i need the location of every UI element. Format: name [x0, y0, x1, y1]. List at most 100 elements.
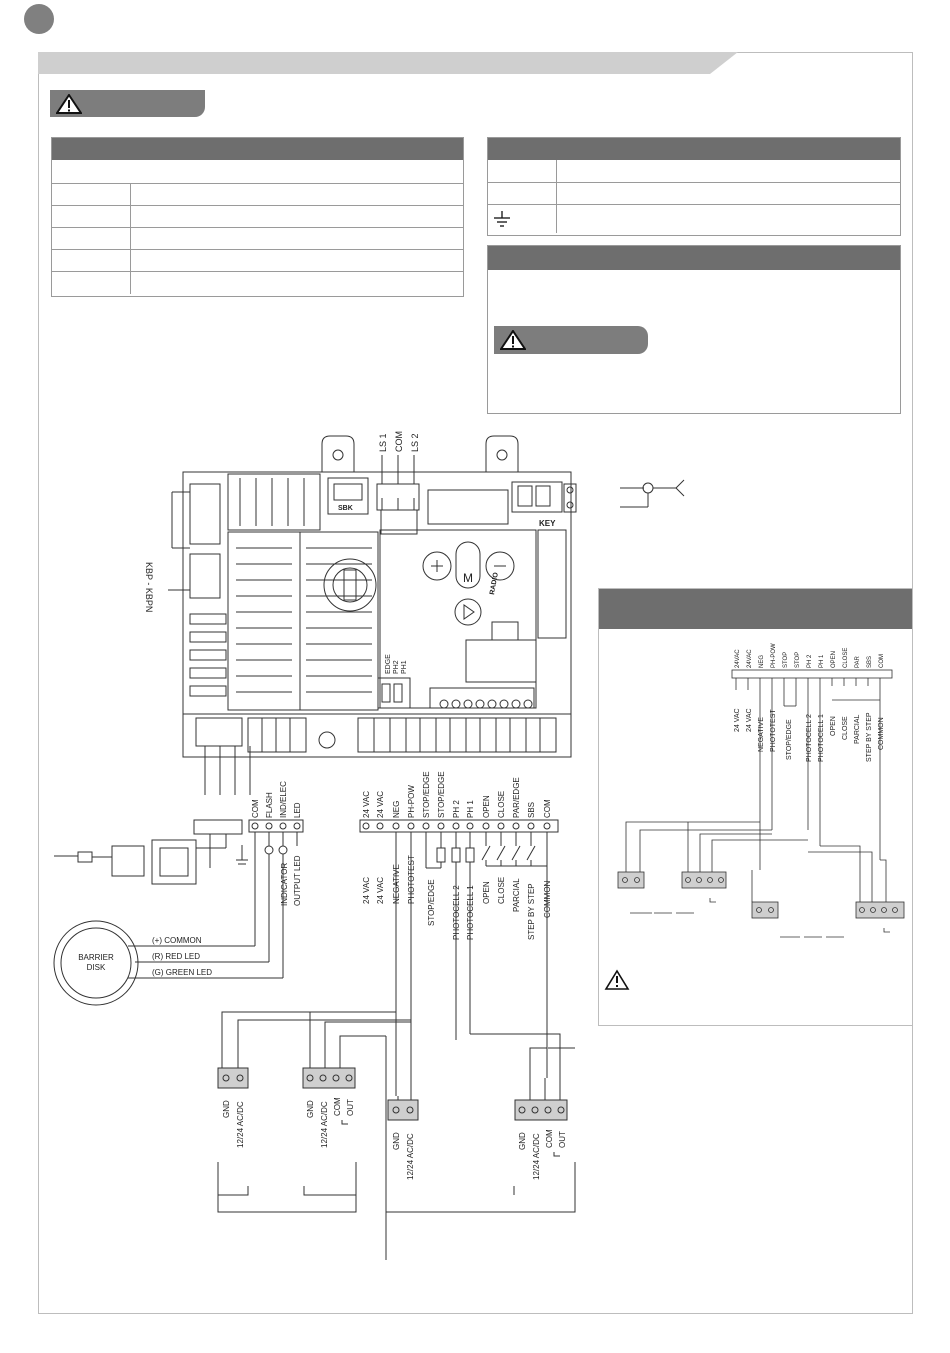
- kbp-label: KBP - KBPN: [144, 562, 154, 612]
- terminal-close: CLOSE: [497, 791, 506, 818]
- kbp-connector: [189, 483, 221, 545]
- pc2-com: COM: [333, 1097, 342, 1116]
- warning-icon: [56, 94, 82, 114]
- terminal-open: OPEN: [482, 795, 491, 818]
- terminal-ph2: PH 2: [452, 800, 461, 818]
- table-header: [52, 138, 463, 160]
- m-label: M: [463, 571, 473, 585]
- plug-connector: [111, 845, 145, 877]
- ph1-label: PH1: [401, 660, 408, 674]
- right-spec-table: [487, 137, 901, 236]
- plus-button[interactable]: [422, 551, 452, 581]
- input-terminal-block[interactable]: [357, 717, 557, 753]
- inset-terminal: 24VAC: [735, 649, 741, 668]
- com-label: COM: [394, 431, 404, 452]
- inset-desc: 24 VAC: [734, 708, 741, 732]
- page-marker-dot: [24, 4, 54, 34]
- wire-common: (+) COMMON: [152, 936, 202, 945]
- table-row: [52, 271, 463, 294]
- terminal-sbs: SBS: [527, 802, 536, 818]
- photocell-rx-terminal: [514, 1099, 568, 1121]
- dip-switch[interactable]: [377, 677, 411, 709]
- menu-button[interactable]: [455, 541, 481, 589]
- inset-desc: COMMON: [878, 717, 885, 750]
- inset-desc: PHOTOCELL 1: [818, 714, 825, 762]
- warning-icon: [604, 969, 630, 990]
- inset-terminal-strip: [731, 669, 893, 679]
- main-terminal-strip: [359, 819, 559, 833]
- play-button[interactable]: [454, 598, 482, 626]
- inset-box: [598, 588, 913, 1026]
- inset-terminal: NEG: [759, 655, 765, 668]
- inset-photocell-rx: [855, 901, 905, 919]
- ls2-label: LS 2: [410, 433, 420, 452]
- output-terminal-block[interactable]: [247, 717, 307, 753]
- terminal-com: COM: [251, 799, 260, 818]
- terminal-stop-edge-2: STOP/EDGE: [437, 771, 446, 818]
- inset-desc: OPEN: [830, 716, 837, 736]
- output-terminal-strip: [248, 819, 304, 833]
- desc-open: OPEN: [482, 881, 491, 904]
- info-box-header: [488, 246, 900, 270]
- desc-phototest: PHOTOTEST: [407, 855, 416, 904]
- table-header: [488, 138, 900, 160]
- key-connector: [511, 481, 563, 513]
- inset-desc: NEGATIVE: [758, 717, 765, 752]
- radio-label: RADIO: [489, 571, 500, 595]
- inset-photocell-tx: [617, 871, 645, 889]
- ls1-label: LS 1: [378, 433, 388, 452]
- disk-label: DISK: [87, 963, 106, 972]
- inset-desc: PARCIAL: [854, 714, 861, 744]
- pc4-power: 12/24 AC/DC: [532, 1133, 541, 1180]
- inset-terminal: CLOSE: [843, 648, 849, 668]
- ground-icon: [494, 211, 510, 227]
- terminal-com-main: COM: [543, 799, 552, 818]
- mounting-tab: [485, 435, 519, 472]
- inset-terminal: PAR: [855, 655, 861, 668]
- pc4-com: COM: [545, 1129, 554, 1148]
- inset-desc: STOP/EDGE: [786, 719, 793, 760]
- pc2-gnd: GND: [306, 1100, 315, 1118]
- barrier-disk: [53, 920, 139, 1006]
- display-window: [427, 489, 509, 525]
- wire-red-led: (R) RED LED: [152, 952, 200, 961]
- inset-terminal: OPEN: [831, 651, 837, 668]
- inset-desc: 24 VAC: [746, 708, 753, 732]
- inset-terminal: 24VAC: [747, 649, 753, 668]
- desc-24vac-1: 24 VAC: [362, 877, 371, 904]
- sbk-connector: [327, 477, 369, 515]
- terminal-par-edge: PAR/EDGE: [512, 777, 521, 818]
- inset-header: [599, 589, 912, 629]
- warning-tab: [494, 326, 648, 354]
- photocell-tx-terminal: [217, 1067, 249, 1089]
- pc2-power: 12/24 AC/DC: [320, 1101, 329, 1148]
- edge-label: EDGE: [385, 654, 392, 674]
- desc-stop-edge: STOP/EDGE: [427, 879, 436, 926]
- ph2-label: PH2: [393, 660, 400, 674]
- photocell-tx-terminal: [387, 1099, 419, 1121]
- transformer: [151, 839, 197, 885]
- desc-photocell-2: PHOTOCELL 2: [452, 885, 461, 940]
- kbp-connector: [189, 553, 221, 599]
- inset-photocell-tx: [751, 901, 779, 919]
- terminal-stop-edge-1: STOP/EDGE: [422, 771, 431, 818]
- inset-photocell-rx: [681, 871, 727, 889]
- inset-terminal: COM: [879, 654, 885, 668]
- desc-step-by-step: STEP BY STEP: [527, 883, 536, 940]
- table-row: [488, 182, 900, 204]
- wire-green-led: (G) GREEN LED: [152, 968, 212, 977]
- inset-terminal: STOP: [783, 652, 789, 668]
- minus-button[interactable]: [485, 551, 515, 581]
- inset-terminal: PH 1: [819, 654, 825, 668]
- desc-close: CLOSE: [497, 877, 506, 904]
- pc4-out: OUT: [558, 1131, 567, 1148]
- barrier-label: BARRIER: [78, 953, 114, 962]
- desc-photocell-1: PHOTOCELL 1: [466, 885, 475, 940]
- pc1-gnd: GND: [222, 1100, 231, 1118]
- pc4-gnd: GND: [518, 1132, 527, 1150]
- sbk-label: SBK: [338, 505, 353, 512]
- desc-negative: NEGATIVE: [392, 864, 401, 904]
- inset-terminal: SBS: [867, 656, 873, 668]
- fuse-holder: [323, 558, 377, 612]
- inset-terminal: PH 2: [807, 654, 813, 668]
